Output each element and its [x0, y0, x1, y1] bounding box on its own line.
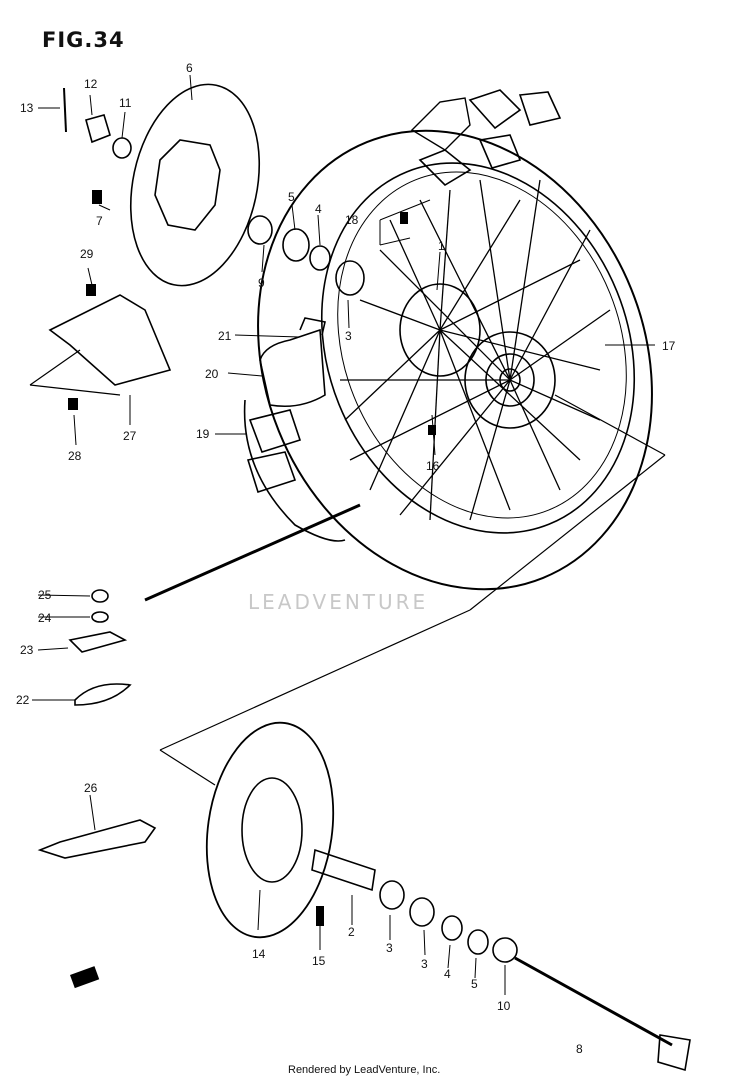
- callout-5: 5: [471, 977, 478, 991]
- callout-25: 25: [38, 588, 52, 602]
- callout-2: 2: [348, 925, 355, 939]
- bolt-29: [86, 284, 96, 296]
- callout-13: 13: [20, 101, 34, 115]
- nipple-16: [428, 425, 436, 435]
- callout-17: 17: [662, 339, 676, 353]
- callout-8: 8: [576, 1042, 583, 1056]
- callout-20: 20: [205, 367, 219, 381]
- callout-3: 3: [345, 329, 352, 343]
- brake-disc: [129, 83, 261, 287]
- callout-3: 3: [421, 957, 428, 971]
- figure-title: FIG.34: [42, 28, 125, 52]
- bolt-15: [316, 906, 324, 926]
- rear-sprocket: [205, 721, 335, 939]
- callout-6: 6: [186, 61, 193, 75]
- bolt-28: [68, 398, 78, 410]
- callout-4: 4: [315, 202, 322, 216]
- callout-4: 4: [444, 967, 451, 981]
- callout-5: 5: [288, 190, 295, 204]
- callout-23: 23: [20, 643, 34, 657]
- callout-9: 9: [258, 276, 265, 290]
- callout-28: 28: [68, 449, 82, 463]
- callout-29: 29: [80, 247, 94, 261]
- callout-24: 24: [38, 611, 52, 625]
- spokes: [340, 179, 611, 521]
- callout-19: 19: [196, 427, 210, 441]
- callout-26: 26: [84, 781, 98, 795]
- callout-12: 12: [84, 77, 98, 91]
- callout-27: 27: [123, 429, 137, 443]
- tire: [257, 129, 653, 591]
- rim: [320, 162, 636, 534]
- bolt-7: [92, 190, 102, 204]
- callout-7: 7: [96, 214, 103, 228]
- direction-mark: [69, 966, 100, 989]
- callout-1: 1: [438, 239, 445, 253]
- footer-credit: Rendered by LeadVenture, Inc.: [288, 1064, 441, 1076]
- callout-11: 11: [119, 96, 132, 110]
- watermark: LEADVENTURE: [248, 590, 429, 614]
- callout-3: 3: [386, 941, 393, 955]
- callout-14: 14: [252, 947, 266, 961]
- callout-16: 16: [426, 459, 440, 473]
- callout-10: 10: [497, 999, 511, 1013]
- callout-22: 22: [16, 693, 30, 707]
- callout-18: 18: [345, 213, 359, 227]
- callout-21: 21: [218, 329, 232, 343]
- spoke-nipple: [400, 212, 408, 224]
- callout-15: 15: [312, 954, 326, 968]
